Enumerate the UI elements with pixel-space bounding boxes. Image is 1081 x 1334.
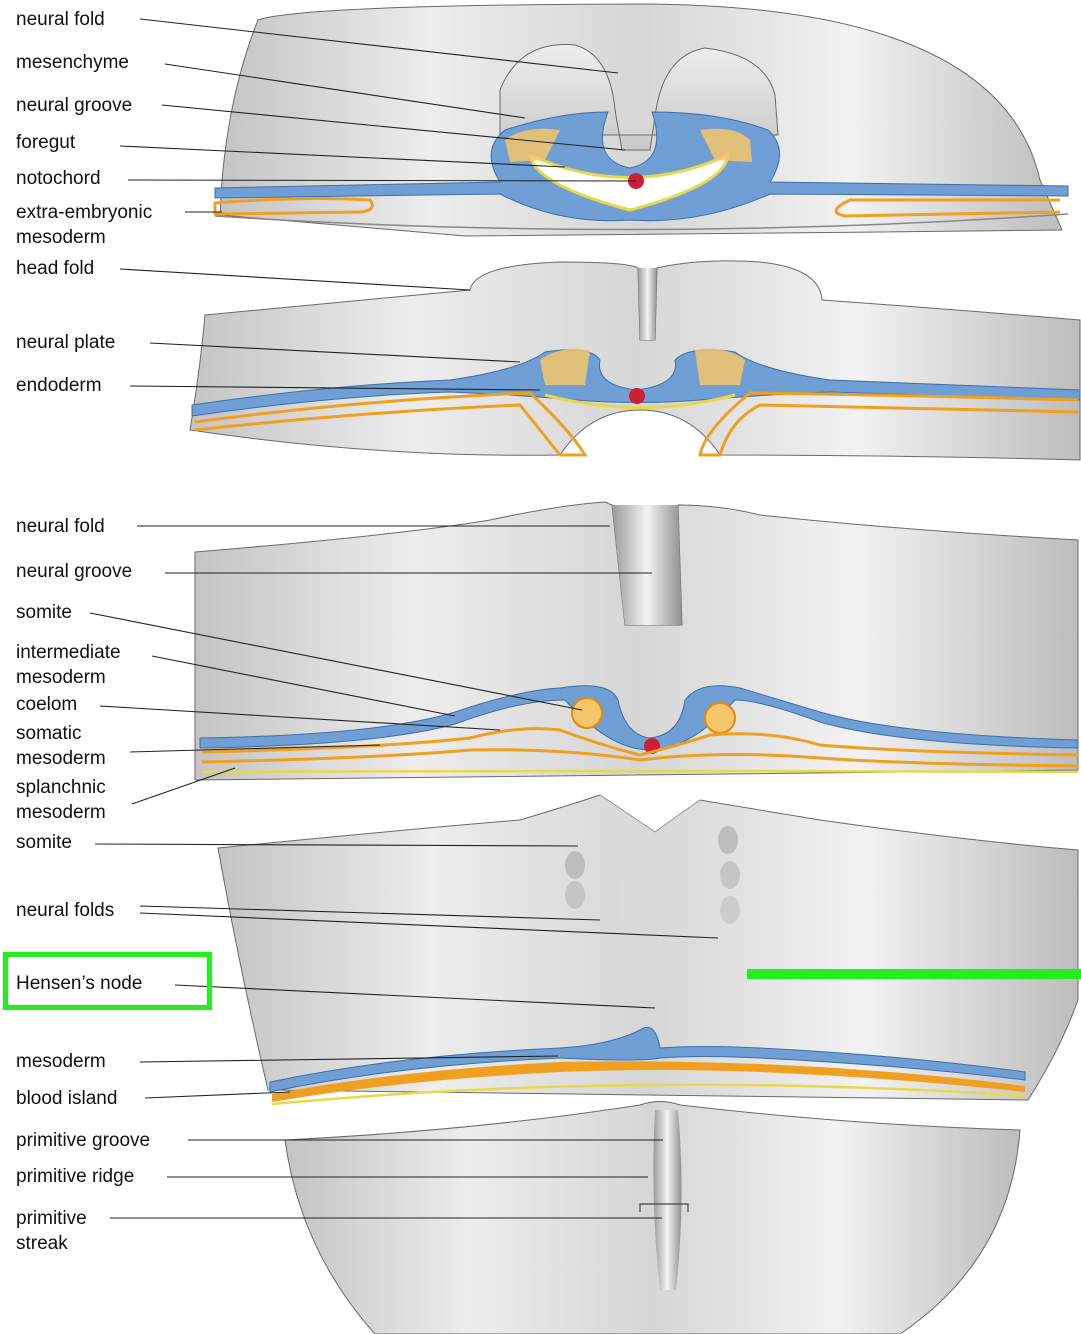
label-primitive-groove: primitive groove	[16, 1128, 150, 1153]
label-splanchnic-mesoderm: splanchnic mesoderm	[16, 775, 106, 825]
stage-2-cross-section	[190, 261, 1080, 460]
label-coelom: coelom	[16, 692, 77, 717]
label-neural-groove-2: neural groove	[16, 559, 132, 584]
label-somite-1: somite	[16, 600, 72, 625]
label-neural-plate: neural plate	[16, 330, 115, 355]
label-mesoderm: mesoderm	[16, 1049, 106, 1074]
label-neural-fold-2: neural fold	[16, 514, 105, 539]
label-head-fold: head fold	[16, 256, 94, 281]
label-notochord: notochord	[16, 166, 101, 191]
stage-1-cross-section	[215, 4, 1068, 236]
label-somatic-mesoderm: somatic mesoderm	[16, 721, 106, 771]
label-neural-folds: neural folds	[16, 898, 114, 923]
stage-4-surface	[218, 795, 1078, 1104]
label-mesenchyme: mesenchyme	[16, 50, 129, 75]
label-neural-groove-1: neural groove	[16, 93, 132, 118]
label-foregut: foregut	[16, 130, 75, 155]
label-endoderm: endoderm	[16, 373, 102, 398]
label-somite-2: somite	[16, 830, 72, 855]
stage-3-cross-section	[195, 502, 1078, 780]
label-intermediate-mesoderm: intermediate mesoderm	[16, 640, 121, 690]
highlight-box	[3, 952, 212, 1010]
label-blood-island: blood island	[16, 1086, 117, 1111]
label-primitive-ridge: primitive ridge	[16, 1164, 134, 1189]
label-primitive-streak: primitive streak	[16, 1206, 87, 1256]
highlight-bar	[747, 969, 1081, 979]
label-neural-fold-1: neural fold	[16, 7, 105, 32]
label-extra-embryonic-mesoderm: extra-embryonic mesoderm	[16, 200, 152, 250]
